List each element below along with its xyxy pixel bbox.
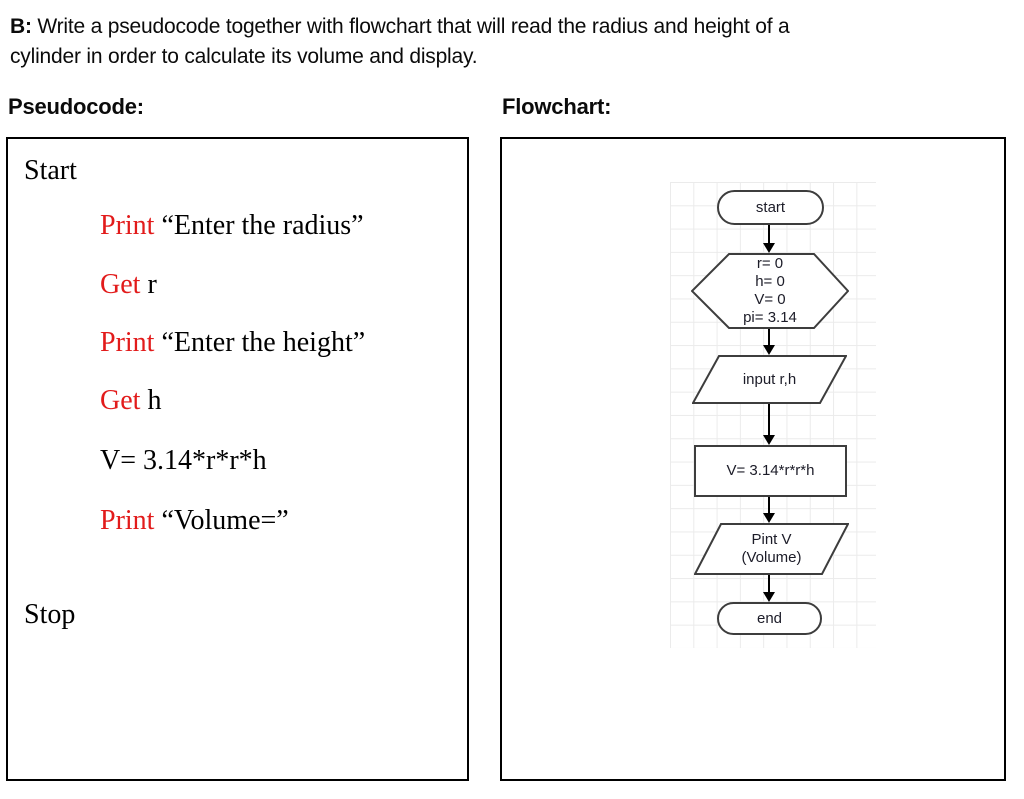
pseudocode-keyword: Get xyxy=(100,269,141,300)
arrowhead-icon xyxy=(763,243,775,253)
question-text: Write a pseudocode together with flowcha… xyxy=(31,15,790,38)
flowchart-input-node: input r,h xyxy=(692,355,847,404)
arrowhead-icon xyxy=(763,592,775,602)
output-line: (Volume) xyxy=(741,549,802,566)
flowchart-init-node: r= 0 h= 0 V= 0 pi= 3.14 xyxy=(691,253,849,329)
pseudocode-keyword: Print xyxy=(100,505,155,536)
output-node-label: Pint V (Volume) xyxy=(694,523,849,575)
pseudocode-line-text: Stop xyxy=(24,599,76,630)
pseudocode-line: Print “Volume=” xyxy=(100,504,289,538)
down-arrow xyxy=(763,329,775,355)
question-text-line2: cylinder in order to calculate its volum… xyxy=(10,45,478,68)
flowchart-heading: Flowchart: xyxy=(502,94,612,119)
down-arrow xyxy=(763,575,775,602)
end-node-label: end xyxy=(756,609,783,627)
init-line: h= 0 xyxy=(755,273,785,290)
down-arrow xyxy=(763,404,775,445)
flowchart-panel: start r= 0 h= 0 V= 0 pi= 3.14 xyxy=(500,137,1006,781)
arrow-line xyxy=(768,497,770,514)
pseudocode-line-text: V= 3.14*r*r*h xyxy=(100,445,267,476)
down-arrow xyxy=(763,225,775,253)
down-arrow xyxy=(763,497,775,523)
question-text-line1: B: Write a pseudocode together with flow… xyxy=(10,12,790,42)
arrow-line xyxy=(768,225,770,244)
parallelogram-shape xyxy=(694,523,849,575)
pseudocode-line-text: r xyxy=(140,269,157,300)
question-label: B: xyxy=(10,15,32,38)
flowchart-start-node: start xyxy=(717,190,824,225)
pseudocode-panel: Start Print “Enter the radius” Get r Pri… xyxy=(6,137,469,781)
output-line: Pint V xyxy=(751,531,792,548)
pseudocode-line: Print “Enter the radius” xyxy=(100,209,364,243)
init-node-label: r= 0 h= 0 V= 0 pi= 3.14 xyxy=(691,253,849,329)
hexagon-shape xyxy=(691,253,849,329)
flowchart-output-node: Pint V (Volume) xyxy=(694,523,849,575)
pseudocode-line-text: h xyxy=(140,385,162,416)
arrow-line xyxy=(768,575,770,593)
init-line: r= 0 xyxy=(756,255,784,272)
pseudocode-line-text: Start xyxy=(24,155,77,186)
pseudocode-heading: Pseudocode: xyxy=(8,94,144,119)
pseudocode-keyword: Get xyxy=(100,385,141,416)
input-node-label: input r,h xyxy=(742,370,797,388)
init-line: V= 0 xyxy=(754,291,786,308)
arrowhead-icon xyxy=(763,345,775,355)
init-line: pi= 3.14 xyxy=(743,309,797,326)
pseudocode-line: Stop xyxy=(24,598,75,632)
process-node-label: V= 3.14*r*r*h xyxy=(726,462,815,479)
pseudocode-line: V= 3.14*r*r*h xyxy=(100,444,267,478)
pseudocode-keyword: Print xyxy=(100,210,155,241)
pseudocode-line-text: “Enter the height” xyxy=(154,327,366,358)
flowchart-end-node: end xyxy=(717,602,822,635)
pseudocode-line: Print “Enter the height” xyxy=(100,326,365,360)
parallelogram-shape xyxy=(692,355,847,404)
pseudocode-keyword: Print xyxy=(100,327,155,358)
flowchart-process-node: V= 3.14*r*r*h xyxy=(694,445,847,497)
pseudocode-line-text: “Volume=” xyxy=(154,505,289,536)
arrow-line xyxy=(768,404,770,436)
pseudocode-line: Get r xyxy=(100,268,157,302)
arrow-line xyxy=(768,329,770,346)
arrowhead-icon xyxy=(763,513,775,523)
pseudocode-line: Start xyxy=(24,154,77,188)
pseudocode-line: Get h xyxy=(100,384,161,418)
arrowhead-icon xyxy=(763,435,775,445)
start-node-label: start xyxy=(755,198,786,216)
pseudocode-line-text: “Enter the radius” xyxy=(154,210,364,241)
